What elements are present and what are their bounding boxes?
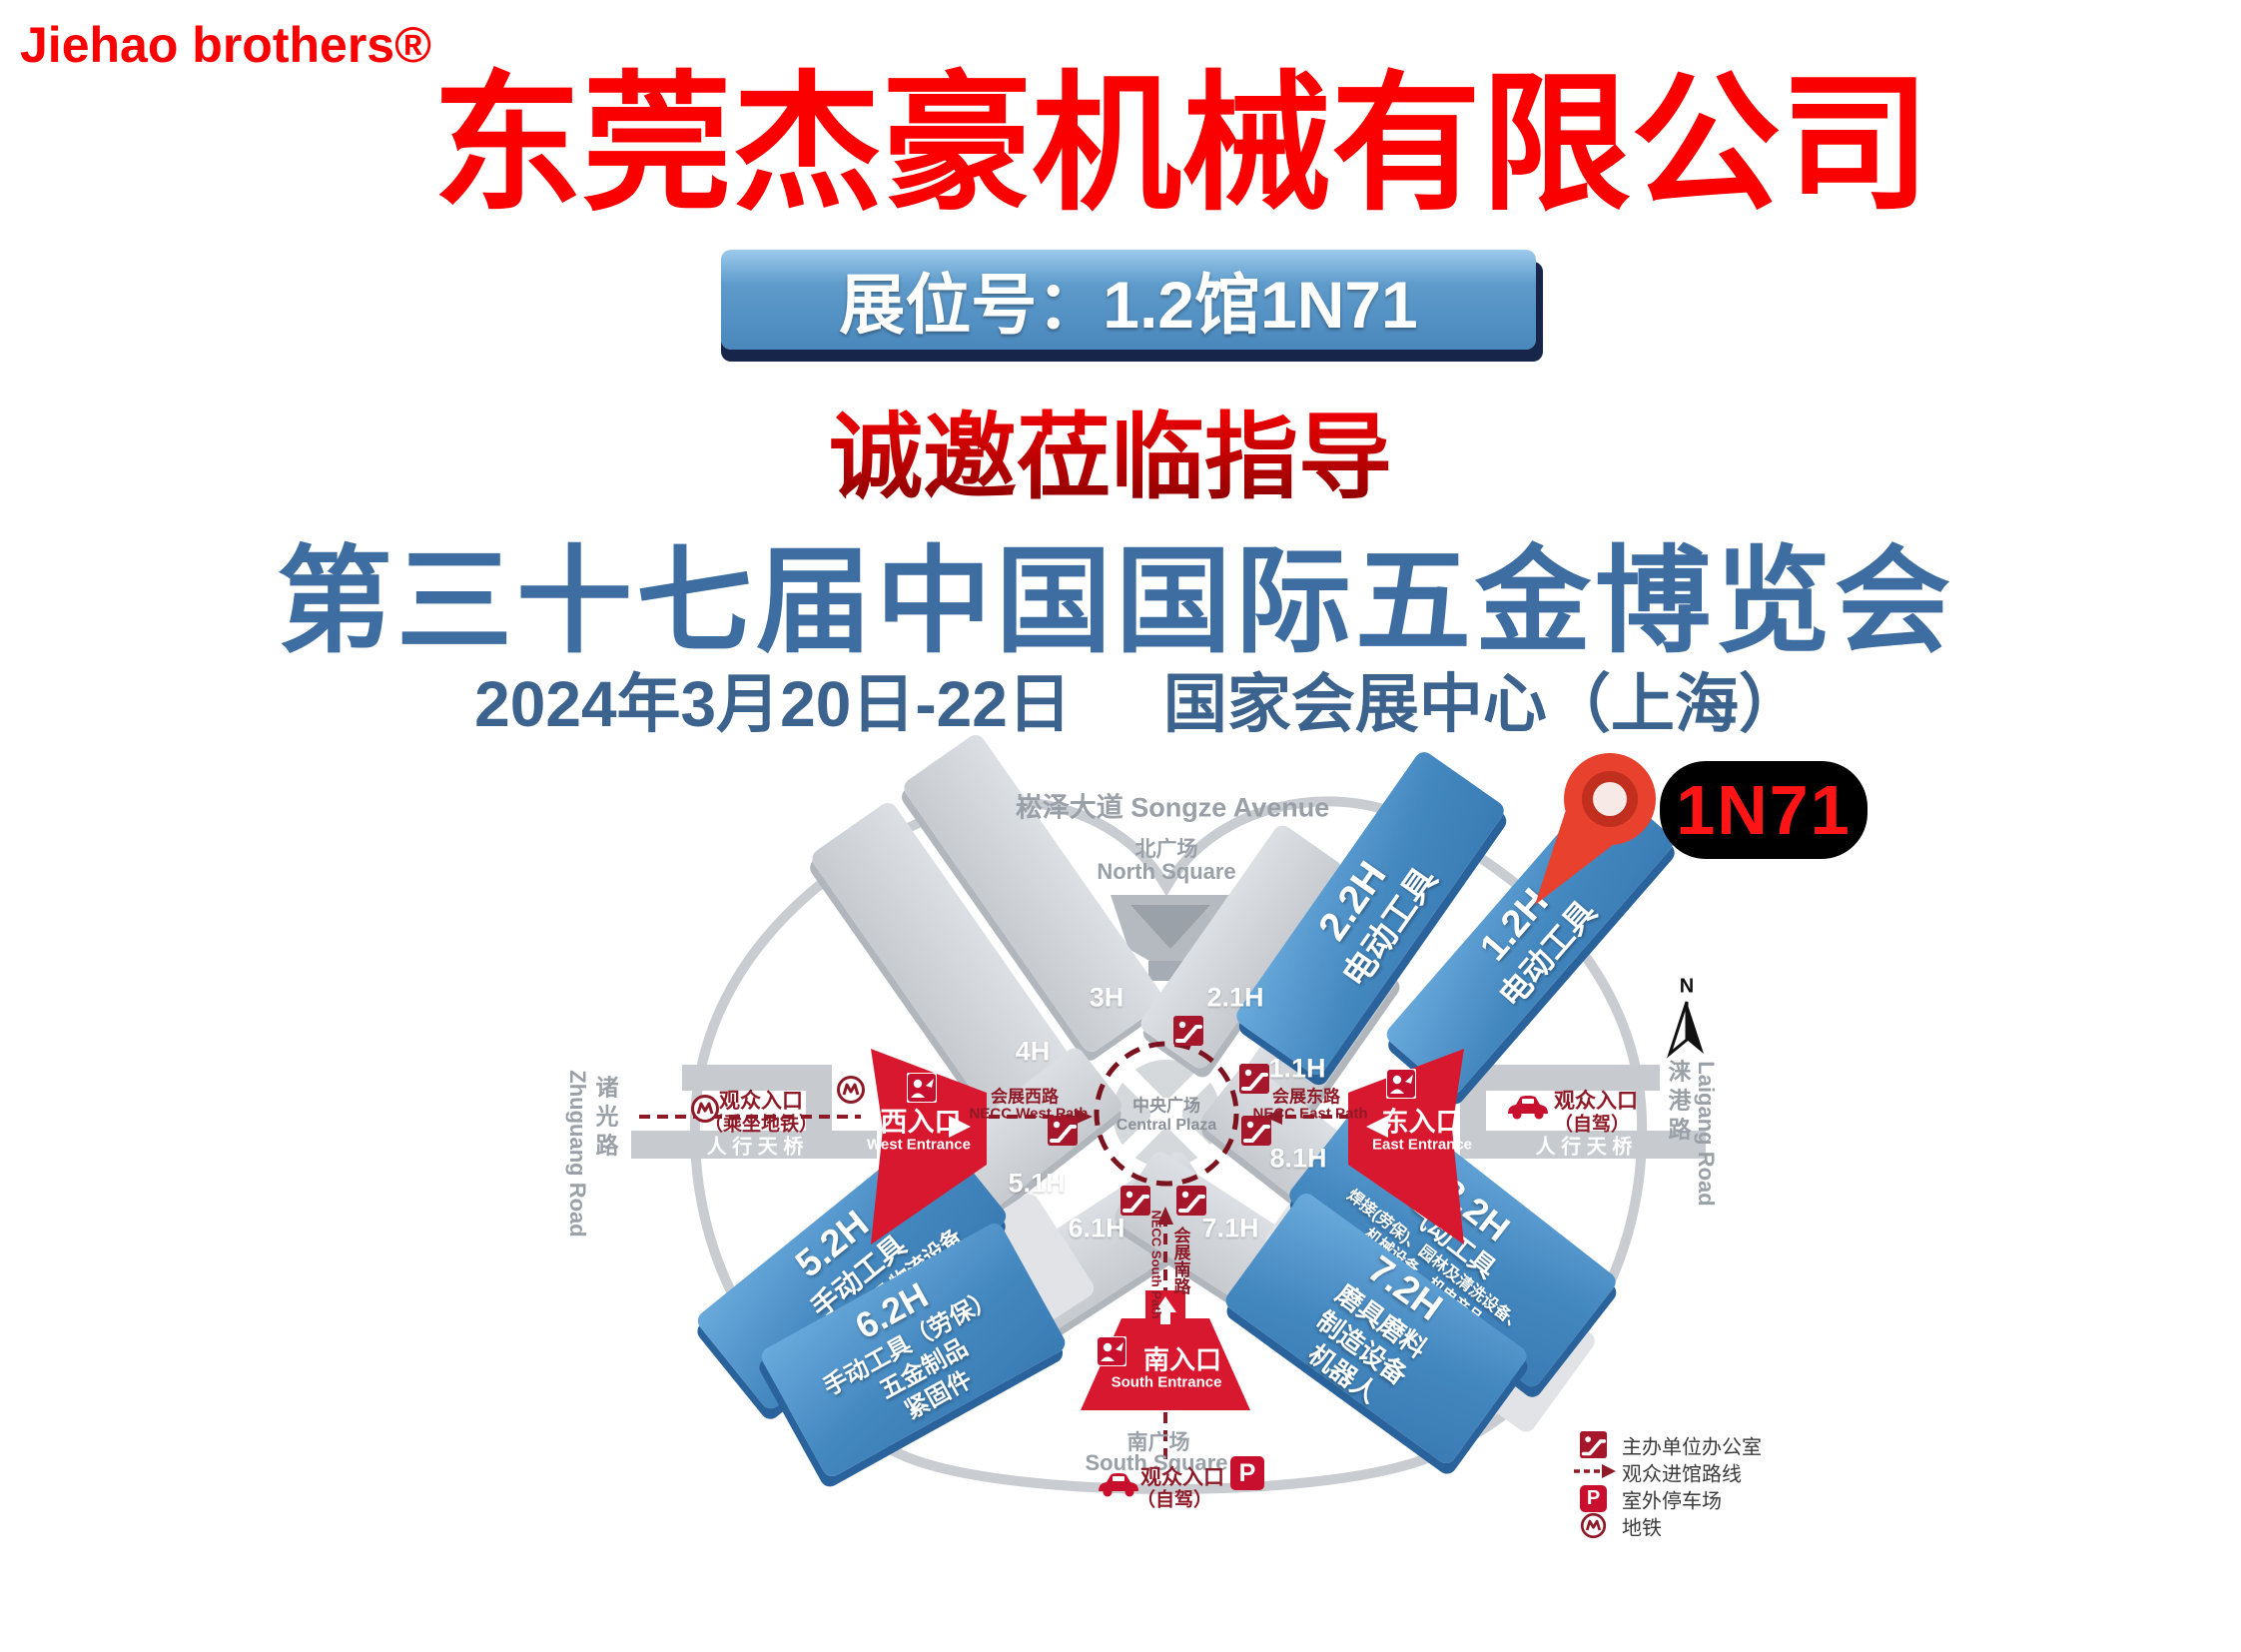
hall-label-71h: 7.1H <box>1201 1213 1259 1243</box>
road-songze-avenue: 崧泽大道 Songze Avenue <box>1015 792 1330 823</box>
legend-escalator-icon <box>1580 1431 1607 1458</box>
brand-logo-text: Jiehao brothers® <box>20 17 431 73</box>
north-square-label-en: North Square <box>1097 859 1236 884</box>
legend-metro-icon <box>1580 1512 1607 1539</box>
entrance-person-icon <box>907 1073 937 1103</box>
central-plaza-label-en: Central Plaza <box>1116 1117 1217 1134</box>
expo-date: 2024年3月20日-22日 <box>474 668 1072 740</box>
expo-title: 第三十七届中国国际五金博览会 <box>277 536 1954 666</box>
metro-icon <box>837 1076 865 1104</box>
south-entrance-label-cn: 南入口 <box>1142 1344 1222 1375</box>
necc-west-path-cn: 会展西路 <box>991 1087 1059 1107</box>
east-entrance-label-cn: 东入口 <box>1381 1107 1463 1138</box>
hall-label-81h: 8.1H <box>1269 1143 1327 1174</box>
booth-number-text: 展位号：1.2馆1N71 <box>839 268 1418 342</box>
parking-icon: P <box>1230 1456 1264 1490</box>
necc-west-path-en: NECC West Path <box>969 1105 1089 1123</box>
bridge-label-right: 人 行 天 桥 <box>1535 1136 1633 1159</box>
car-icon <box>1099 1473 1138 1497</box>
legend-item-organizer-office: 主办单位办公室 <box>1622 1436 1762 1459</box>
booth-pin-badge: 1N71 <box>1660 761 1868 859</box>
necc-south-path-cn: 会展南路 <box>1170 1227 1190 1294</box>
necc-east-path-cn: 会展东路 <box>1272 1087 1340 1107</box>
central-plaza-label-cn: 中央广场 <box>1132 1096 1200 1116</box>
invitation-text: 诚邀莅临指导 <box>829 382 1392 517</box>
hall-label-11h: 1.1H <box>1268 1053 1326 1084</box>
road-laigang-cn: 涞港路 <box>1665 1059 1691 1147</box>
necc-east-path-en: NECC East Path <box>1252 1105 1368 1123</box>
legend-parking-icon: P <box>1580 1485 1607 1512</box>
necc-south-path-en: NECC South Path <box>1148 1210 1164 1319</box>
compass-n-label: N <box>1679 975 1695 998</box>
hall-label-3h: 3H <box>1089 982 1124 1013</box>
booth-number-banner: 展位号：1.2馆1N71 <box>721 250 1536 350</box>
legend-item-metro: 地铁 <box>1622 1517 1662 1540</box>
expo-date-venue: 2024年3月20日-22日 国家会展中心（上海） <box>474 653 1803 745</box>
legend-item-visitor-route: 观众进馆路线 <box>1622 1463 1742 1486</box>
bridge-label-left: 人 行 天 桥 <box>706 1136 804 1159</box>
legend-item-outdoor-parking: 室外停车场 <box>1622 1490 1722 1513</box>
west-entrance-label-cn: 西入口 <box>880 1107 962 1138</box>
hall-label-51h: 5.1H <box>1008 1168 1066 1199</box>
booth-pin-text: 1N71 <box>1676 771 1852 849</box>
west-entrance-label-en: West Entrance <box>867 1136 971 1154</box>
hall-label-61h: 6.1H <box>1068 1213 1125 1243</box>
expo-venue: 国家会展中心（上海） <box>1162 668 1803 740</box>
taxi-icon <box>1508 1096 1548 1120</box>
road-laigang-en: Laigang Road <box>1694 1061 1719 1207</box>
hall-label-4h: 4H <box>1015 1036 1051 1067</box>
entrance-person-icon <box>1097 1336 1126 1366</box>
road-zhuguang-cn: 诸光路 <box>592 1075 618 1163</box>
east-entrance-label-en: East Entrance <box>1371 1136 1473 1154</box>
compass-icon <box>1666 1001 1704 1059</box>
hall-label-21h: 2.1H <box>1206 982 1264 1013</box>
road-zhuguang-en: Zhuguang Road <box>565 1070 590 1238</box>
company-title: 东莞杰豪机械有限公司 <box>431 60 1931 228</box>
visitor-entry-south-line2: （自驾） <box>1135 1489 1213 1511</box>
south-entrance-label-en: South Entrance <box>1111 1373 1222 1391</box>
entrance-person-icon <box>1386 1069 1416 1099</box>
legend-route-arrow <box>1602 1464 1616 1478</box>
